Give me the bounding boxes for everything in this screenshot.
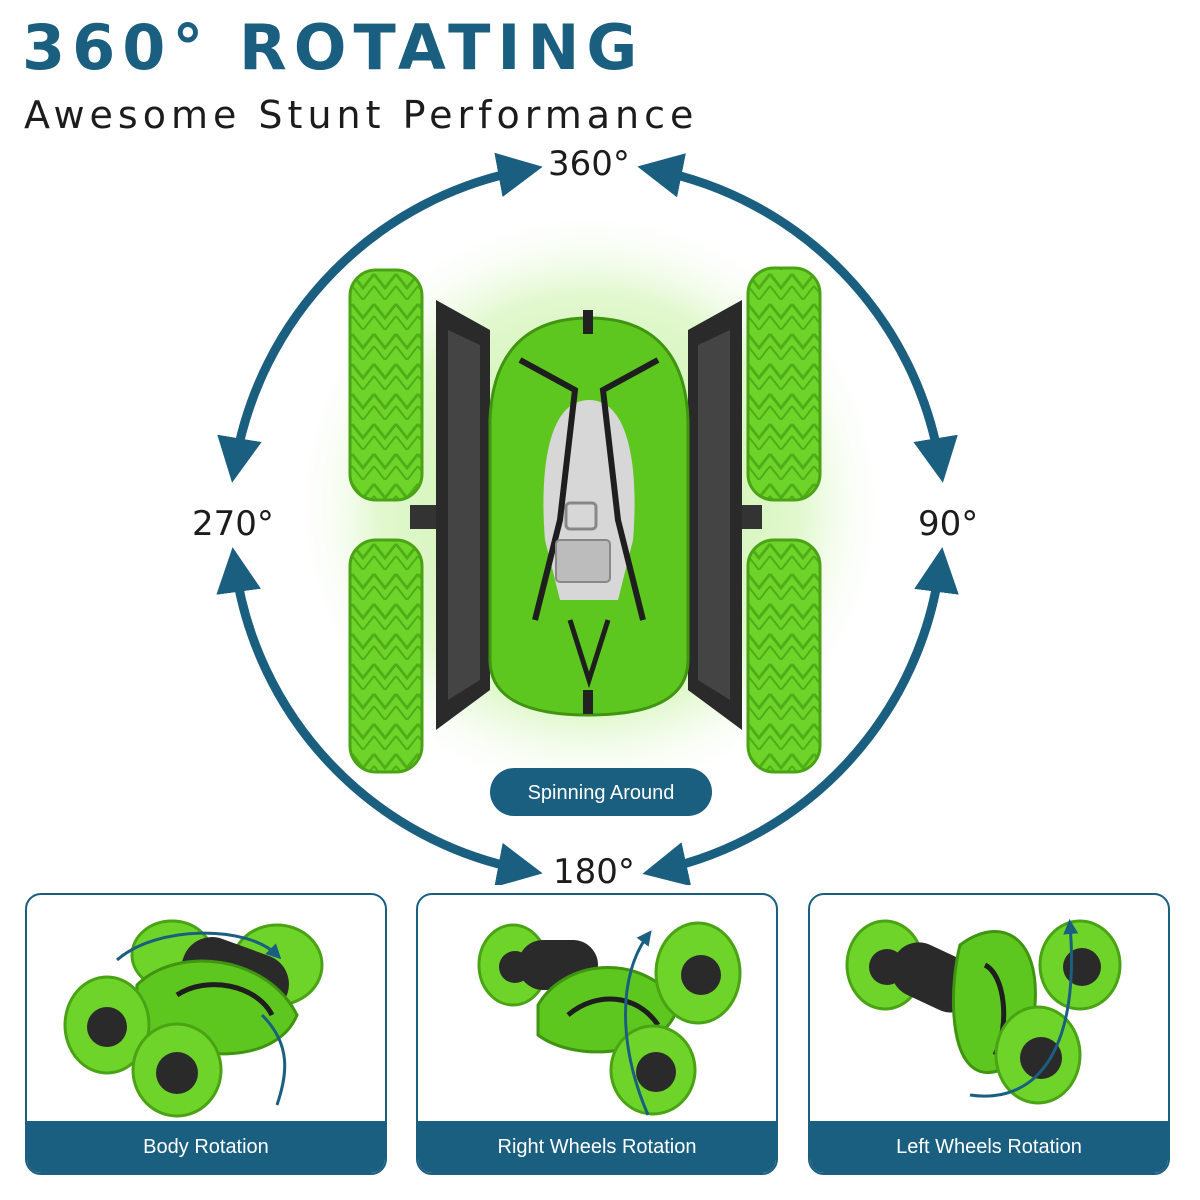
car-top-view bbox=[348, 266, 822, 774]
page-subtitle: Awesome Stunt Performance bbox=[24, 93, 699, 137]
arrow-bottom-right bbox=[642, 547, 959, 885]
car-right-wheels-rotation-image bbox=[477, 921, 742, 1116]
panel-label-body-rotation: Body Rotation bbox=[27, 1121, 385, 1173]
wheel-rear-right bbox=[746, 538, 822, 774]
panel-body-rotation: Body Rotation bbox=[25, 893, 387, 1175]
label-180: 180° bbox=[553, 852, 635, 885]
rotation-diagram: 360° 90° 180° 270° Spinning Around bbox=[192, 144, 978, 885]
arrow-top-left bbox=[217, 152, 543, 483]
wheel-rear-left bbox=[348, 538, 424, 774]
spinning-around-label: Spinning Around bbox=[528, 782, 675, 804]
panel-label-right-wheels-rotation: Right Wheels Rotation bbox=[418, 1121, 776, 1173]
wheel-front-right bbox=[746, 266, 822, 502]
panel-left-wheels-rotation: Left Wheels Rotation bbox=[808, 893, 1170, 1175]
label-360: 360° bbox=[548, 144, 630, 184]
panel-right-wheels-rotation: Right Wheels Rotation bbox=[416, 893, 778, 1175]
car-body-rotation-image bbox=[63, 919, 324, 1118]
wheel-front-left bbox=[348, 268, 424, 502]
label-90: 90° bbox=[918, 504, 978, 544]
label-270: 270° bbox=[192, 504, 274, 544]
page-title: 360° ROTATING bbox=[22, 11, 645, 84]
car-left-wheels-rotation-image bbox=[845, 919, 1122, 1105]
arrow-bottom-left bbox=[216, 547, 543, 885]
arrow-top-right bbox=[637, 153, 958, 483]
panel-label-left-wheels-rotation: Left Wheels Rotation bbox=[810, 1121, 1168, 1173]
rotation-arrows bbox=[216, 152, 959, 885]
spinning-around-badge: Spinning Around bbox=[490, 768, 712, 816]
